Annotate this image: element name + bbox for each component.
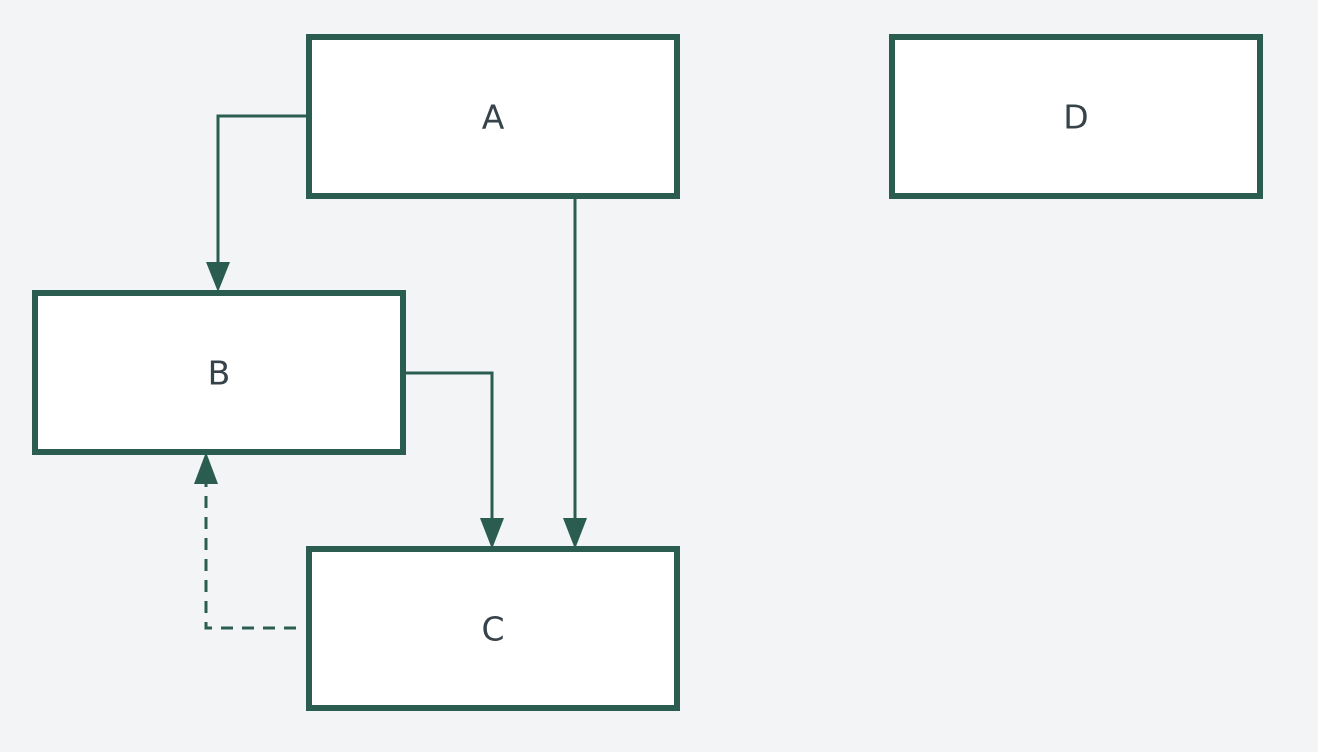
- node-b[interactable]: B: [32, 290, 406, 455]
- node-a[interactable]: A: [306, 34, 680, 199]
- node-d[interactable]: D: [889, 34, 1263, 199]
- arrowhead-icon: [480, 518, 504, 549]
- edge-c-to-b-dashed: [194, 452, 296, 630]
- node-a-label: A: [482, 98, 505, 137]
- edge-b-to-c: [403, 371, 504, 549]
- edge-a-to-c: [563, 196, 587, 549]
- node-d-label: D: [1063, 98, 1088, 137]
- arrowhead-icon: [563, 518, 587, 549]
- node-b-label: B: [208, 354, 231, 393]
- arrowhead-icon: [194, 452, 218, 484]
- edge-a-to-b: [206, 114, 309, 292]
- node-c[interactable]: C: [306, 546, 680, 711]
- arrowhead-icon: [206, 262, 230, 292]
- node-c-label: C: [481, 610, 504, 649]
